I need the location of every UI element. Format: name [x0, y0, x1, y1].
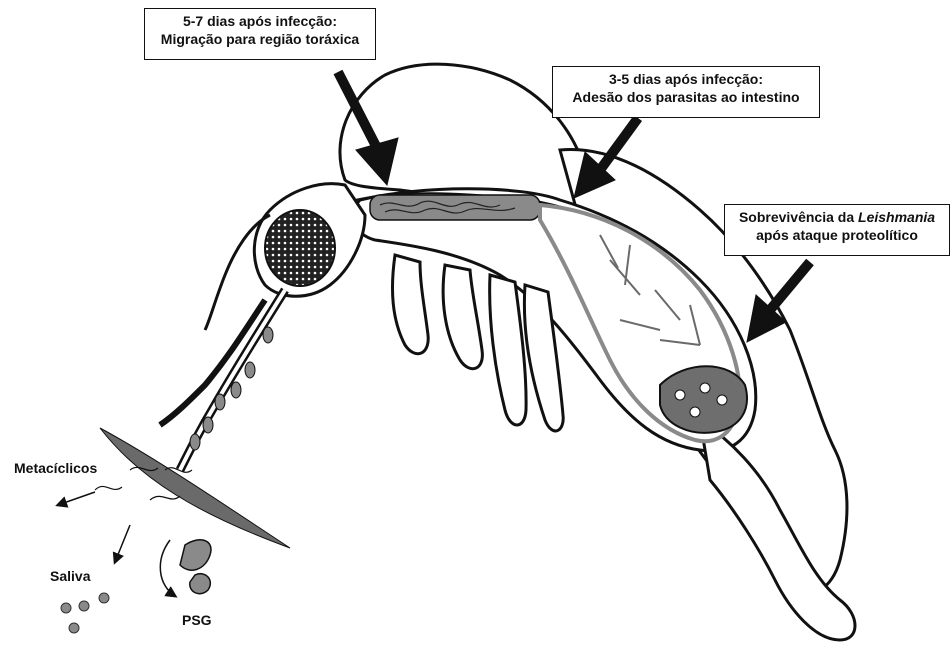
psg-plug-2	[190, 574, 211, 594]
head	[160, 184, 365, 470]
callout-migration-line1: 5-7 dias após infecção:	[151, 12, 369, 30]
callout-migration-line2: Migração para região toráxica	[151, 30, 369, 48]
callout-adhesion-line1: 3-5 dias após infecção:	[559, 70, 813, 88]
label-saliva: Saliva	[50, 568, 90, 584]
psg-arrow	[160, 540, 175, 596]
callout-survival-line2: após ataque proteolítico	[731, 226, 943, 244]
callout-survival-line1: Sobrevivência da Leishmania	[731, 208, 943, 226]
callout-survival-prefix: Sobrevivência da	[739, 209, 858, 225]
metacyclic-arrow	[58, 492, 95, 505]
callout-migration: 5-7 dias após infecção: Migração para re…	[144, 8, 376, 60]
callout-survival-genus: Leishmania	[858, 209, 935, 225]
saliva-arrow	[115, 525, 130, 562]
label-psg: PSG	[182, 612, 212, 628]
leg-3	[490, 275, 526, 425]
leg-1	[392, 255, 428, 354]
leg-2	[443, 265, 482, 369]
survival-arrow	[770, 262, 810, 310]
callout-adhesion-line2: Adesão dos parasitas ao intestino	[559, 88, 813, 106]
callout-adhesion: 3-5 dias após infecção: Adesão dos paras…	[552, 66, 820, 118]
label-metacyclics: Metacíclicos	[14, 460, 97, 476]
blood-meal	[660, 366, 747, 433]
compound-eye	[265, 210, 335, 286]
callout-survival: Sobrevivência da Leishmania após ataque …	[724, 204, 950, 256]
saliva-particles	[61, 593, 109, 633]
psg-plug	[180, 540, 211, 570]
foregut-parasites	[370, 195, 540, 220]
